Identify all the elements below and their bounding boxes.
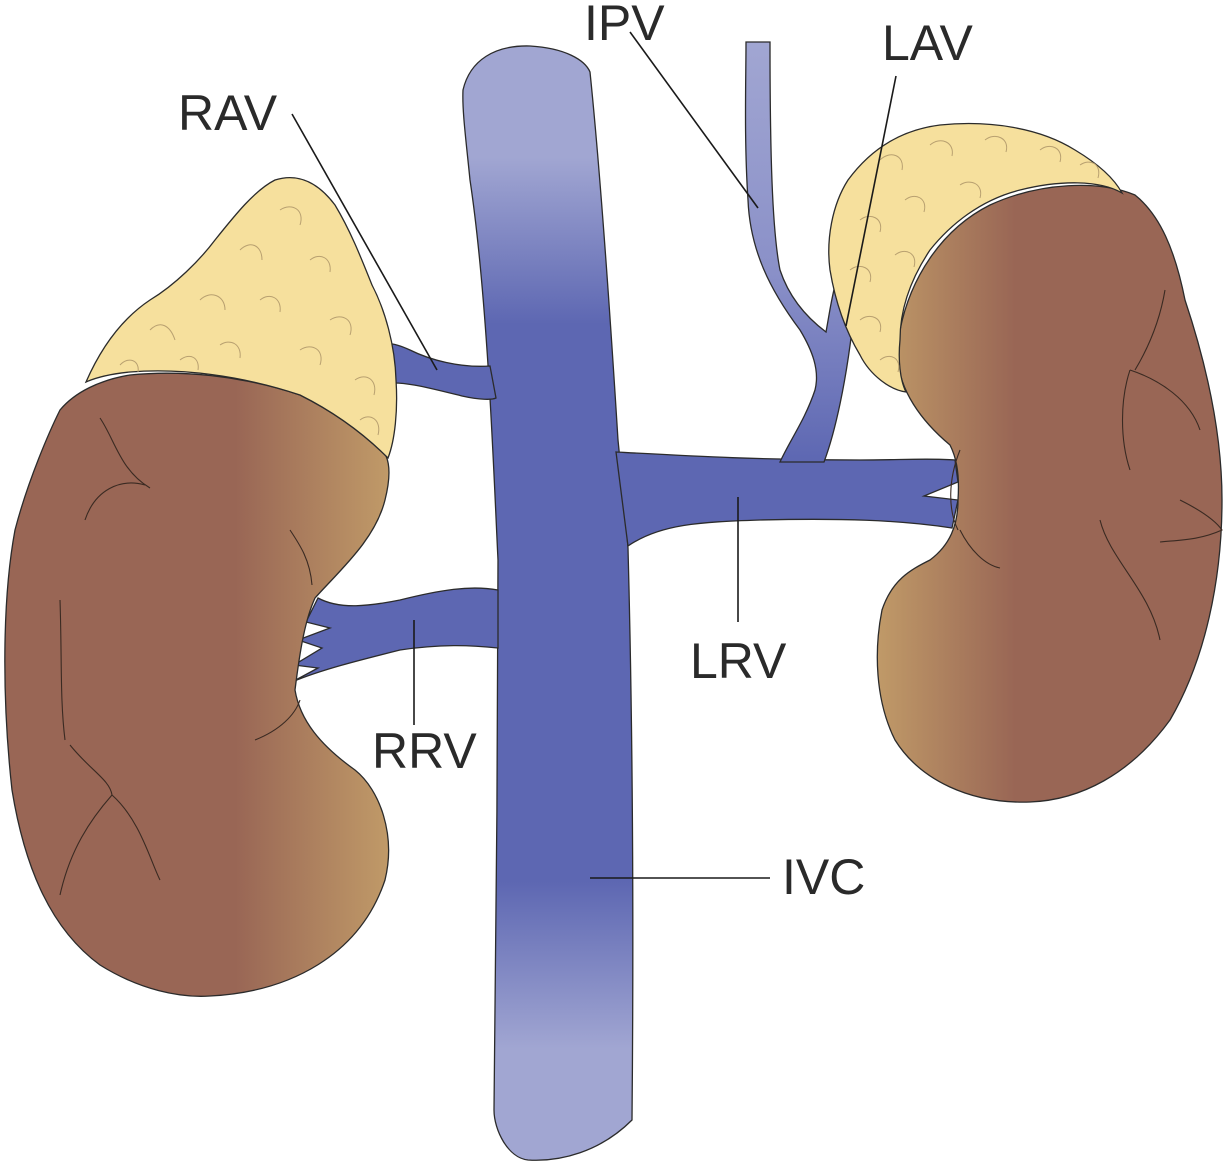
lav-label: LAV [882, 15, 973, 71]
ivc-label: IVC [782, 849, 866, 905]
left-kidney [876, 184, 1223, 803]
rav-leader-line [291, 113, 438, 371]
ipv-label: IPV [584, 0, 665, 51]
right-adrenal-gland [84, 176, 398, 460]
left-kidney-body [876, 184, 1223, 803]
lav-leader-line [845, 75, 897, 327]
ipv-leader-line [629, 31, 759, 209]
rav-label: RAV [178, 85, 278, 141]
lrv-label: LRV [690, 633, 787, 689]
right-renal-vein [291, 587, 499, 683]
left-renal-vein [615, 451, 959, 548]
rrv-label: RRV [372, 723, 477, 779]
inferior-phrenic-vein [744, 41, 854, 463]
right-adrenal-vein [379, 343, 497, 400]
inferior-vena-cava [462, 45, 634, 1161]
left-adrenal-body [828, 122, 1124, 393]
right-adrenal-body [84, 176, 398, 460]
right-kidney-body [4, 372, 390, 997]
left-adrenal-gland [828, 122, 1124, 393]
right-kidney [4, 372, 390, 997]
